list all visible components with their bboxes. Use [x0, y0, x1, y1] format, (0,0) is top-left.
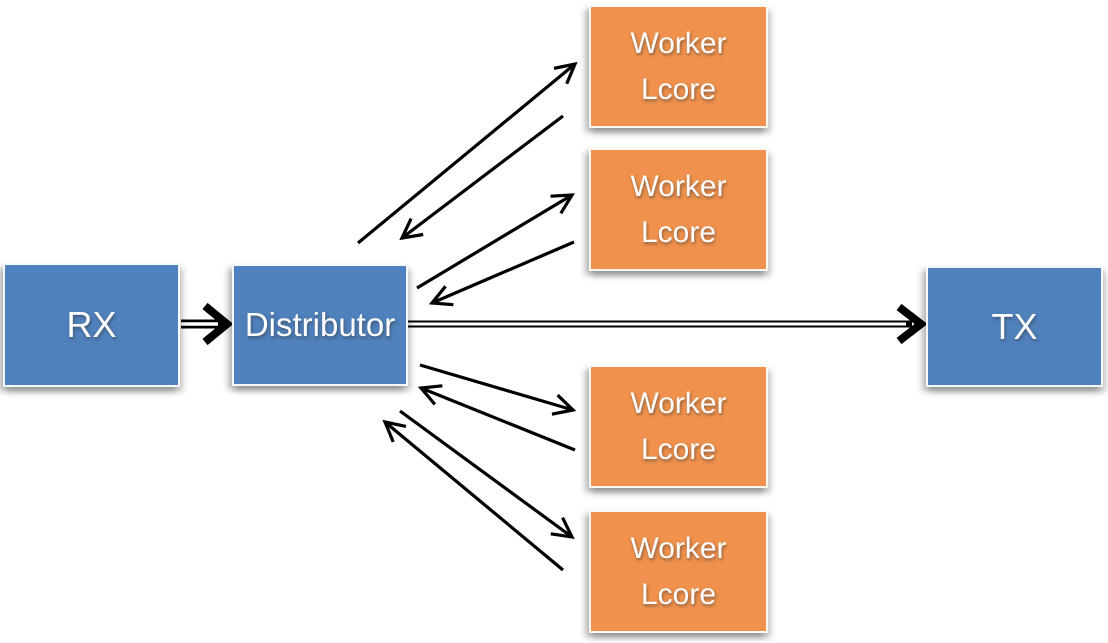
worker-label-line2: Lcore: [640, 577, 717, 611]
node-worker-lcore-1: Worker Lcore: [589, 5, 768, 128]
edge-distributor-to-tx: [408, 303, 928, 345]
node-worker-lcore-4: Worker Lcore: [589, 510, 768, 633]
node-distributor-label: Distributor: [244, 306, 396, 343]
worker-label-line1: Worker: [630, 386, 727, 420]
node-distributor: Distributor: [232, 264, 408, 386]
edge-worker-2-to-distributor: [428, 240, 575, 307]
node-rx-label: RX: [66, 304, 117, 345]
worker-label-line2: Lcore: [640, 432, 717, 466]
worker-label-line1: Worker: [630, 169, 727, 203]
worker-label-line2: Lcore: [640, 72, 717, 106]
edge-distributor-to-worker-2: [416, 193, 575, 290]
worker-label-line1: Worker: [630, 26, 727, 60]
edge-distributor-to-worker-4: [399, 409, 575, 540]
node-rx: RX: [3, 263, 180, 387]
edge-worker-3-to-distributor: [417, 384, 576, 452]
node-worker-lcore-3: Worker Lcore: [589, 365, 768, 488]
edge-distributor-to-worker-1: [356, 61, 578, 245]
worker-label-line1: Worker: [630, 531, 727, 565]
edge-worker-1-to-distributor: [399, 114, 564, 241]
edge-rx-to-distributor: [181, 302, 234, 346]
node-tx-label: TX: [991, 305, 1038, 347]
edge-worker-4-to-distributor: [382, 419, 565, 572]
node-tx: TX: [926, 266, 1103, 387]
node-worker-lcore-2: Worker Lcore: [589, 148, 768, 271]
edge-distributor-to-worker-3: [419, 363, 577, 416]
worker-label-line2: Lcore: [640, 215, 717, 249]
